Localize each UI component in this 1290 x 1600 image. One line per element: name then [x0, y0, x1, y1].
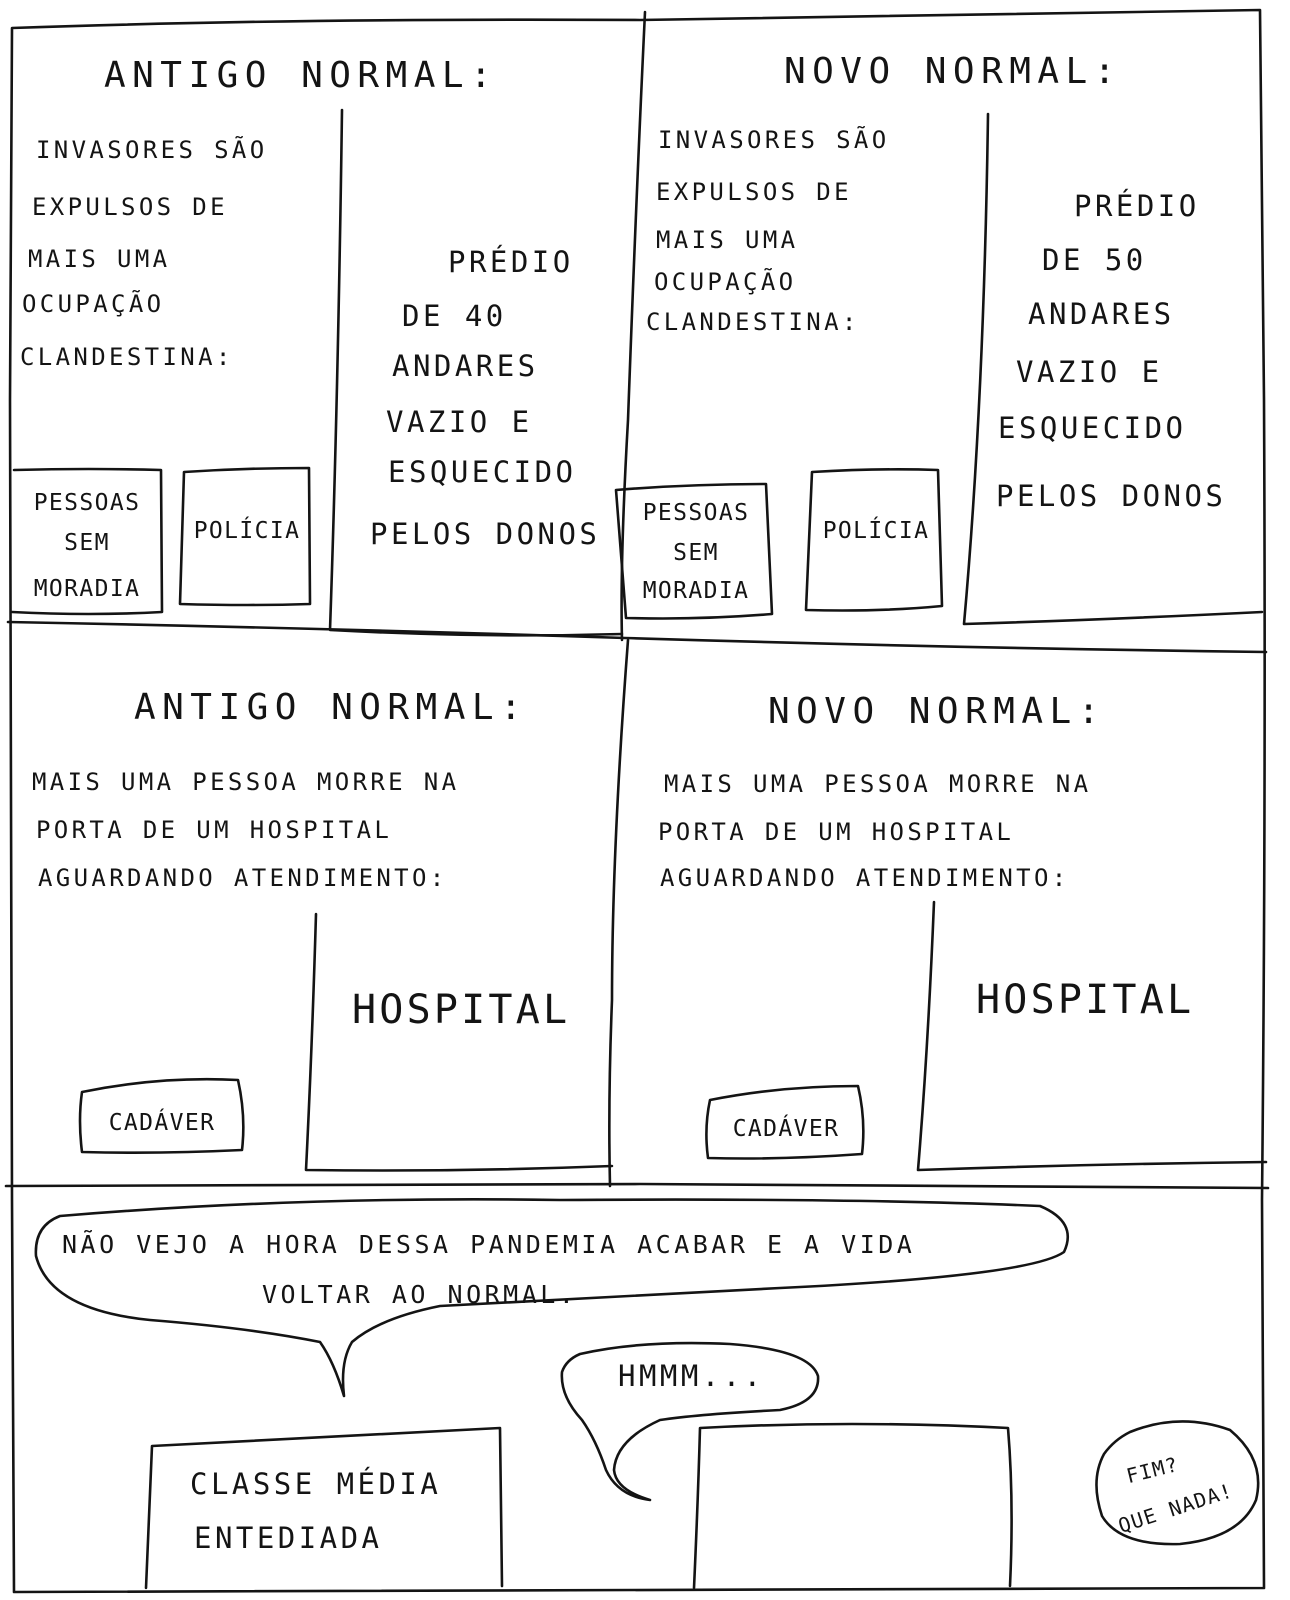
reply-bubble-outline: [560, 1341, 820, 1502]
police-box-left-outline: [178, 466, 312, 607]
caption-line: EXPULSOS DE: [656, 178, 852, 206]
caption-line: EXPULSOS DE: [32, 193, 228, 221]
caption-line: MAIS UMA PESSOA MORRE NA: [664, 770, 1092, 798]
speech-bubble-outline: [34, 1198, 1069, 1398]
divider-vertical-middle: [608, 638, 630, 1188]
police-box-right-outline: [804, 468, 944, 612]
people-box-label-line: PESSOAS: [642, 500, 750, 526]
corpse-box-left-outline: [78, 1077, 245, 1154]
caption-line: MAIS UMA: [656, 226, 799, 254]
middle-class-label-line: CLASSE MÉDIA: [190, 1467, 442, 1501]
caption-line: MAIS UMA PESSOA MORRE NA: [32, 768, 460, 796]
caption-line: PORTA DE UM HOSPITAL: [658, 818, 1015, 846]
caption-line: INVASORES SÃO: [658, 126, 890, 154]
caption-line: AGUARDANDO ATENDIMENTO:: [660, 864, 1070, 892]
caption-line: CLANDESTINA:: [646, 308, 860, 336]
building-text-line: VAZIO E: [1016, 355, 1163, 389]
building-text-line: PELOS DONOS: [996, 479, 1227, 513]
people-box-label-line: SEM: [64, 530, 110, 556]
building-text-line: PELOS DONOS: [370, 517, 601, 551]
caption-line: INVASORES SÃO: [36, 136, 268, 164]
corpse-box-label: CADÁVER: [108, 1110, 216, 1136]
panel-title-old-normal-middle: ANTIGO NORMAL:: [134, 687, 529, 728]
police-box-label: POLÍCIA: [193, 518, 301, 544]
panel-title-new-normal-top: NOVO NORMAL:: [784, 51, 1122, 92]
building-left-outline: [328, 108, 624, 637]
people-box-left-outline: [10, 467, 164, 616]
middle-class-label-line: ENTEDIADA: [194, 1521, 383, 1555]
building-text-line: PRÉDIO: [448, 245, 574, 279]
page-border: [8, 8, 1266, 1594]
building-text-line: ANDARES: [1028, 297, 1175, 331]
end-note-bubble-outline: [1095, 1420, 1260, 1546]
caption-line: OCUPAÇÃO: [654, 268, 797, 296]
hospital-label: HOSPITAL: [352, 987, 571, 1033]
people-box-label-line: PESSOAS: [33, 490, 141, 516]
building-text-line: ESQUECIDO: [998, 411, 1187, 445]
people-box-label-line: SEM: [673, 540, 719, 566]
divider-top: [6, 620, 1268, 654]
people-box-label-line: MORADIA: [642, 578, 750, 604]
hospital-label: HOSPITAL: [976, 977, 1195, 1023]
building-text-line: DE 50: [1042, 243, 1147, 277]
right-figure-box-outline: [692, 1422, 1013, 1590]
building-text-line: VAZIO E: [386, 405, 533, 439]
panel-title-old-normal-top: ANTIGO NORMAL:: [104, 55, 499, 96]
caption-line: PORTA DE UM HOSPITAL: [36, 816, 393, 844]
building-text-line: ESQUECIDO: [388, 455, 577, 489]
people-box-right-outline: [614, 482, 774, 620]
hospital-left-outline: [304, 912, 614, 1172]
people-box-label-line: MORADIA: [33, 576, 141, 602]
caption-line: OCUPAÇÃO: [22, 290, 165, 318]
hospital-right-outline: [916, 900, 1268, 1172]
panel-title-new-normal-middle: NOVO NORMAL:: [768, 691, 1106, 732]
building-text-line: ANDARES: [392, 349, 539, 383]
divider-middle: [4, 1182, 1270, 1190]
building-text-line: DE 40: [402, 299, 507, 333]
reply-bubble-text: HMMM...: [618, 1359, 765, 1393]
building-right-outline: [962, 112, 1264, 626]
speech-bubble-line: VOLTAR AO NORMAL.: [262, 1280, 578, 1309]
middle-class-box-outline: [144, 1426, 504, 1590]
police-box-label: POLÍCIA: [822, 518, 930, 544]
caption-line: MAIS UMA: [28, 245, 171, 273]
speech-bubble-line: NÃO VEJO A HORA DESSA PANDEMIA ACABAR E …: [62, 1230, 916, 1259]
building-text-line: PRÉDIO: [1074, 189, 1200, 223]
caption-line: CLANDESTINA:: [20, 343, 234, 371]
caption-line: AGUARDANDO ATENDIMENTO:: [38, 864, 448, 892]
corpse-box-right-outline: [705, 1084, 865, 1160]
corpse-box-label: CADÁVER: [732, 1116, 840, 1142]
